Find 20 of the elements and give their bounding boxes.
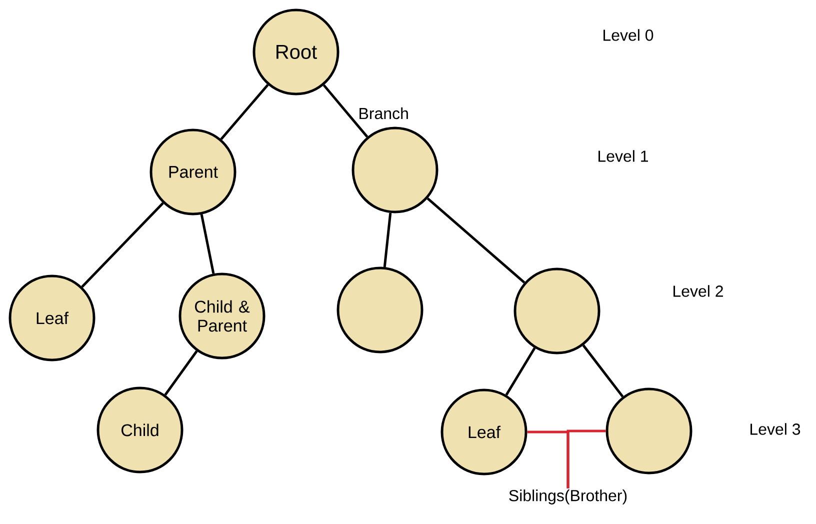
edge-label: Branch [360,107,408,120]
tree-node-circle [514,268,600,354]
level-label: Level 2 [674,285,723,297]
caption-text: Siblings(Brother) [509,490,627,504]
tree-node-circle [352,126,438,214]
tree-edge [200,214,215,274]
tree-edge [164,350,198,396]
tree-edge [505,347,536,396]
level-label: Level 3 [750,423,800,435]
tree-edge [220,84,269,140]
level-label: Level 1 [598,150,648,162]
tree-edge [81,202,164,288]
tree-edge [582,344,624,398]
level-label: Level 0 [604,29,654,41]
tree-node-circle [336,266,424,354]
sibling-bracket [566,430,606,488]
tree-edge [426,197,526,284]
tree-edge [322,84,368,138]
tree-node-circle [606,388,692,474]
tree-edge [383,212,392,268]
